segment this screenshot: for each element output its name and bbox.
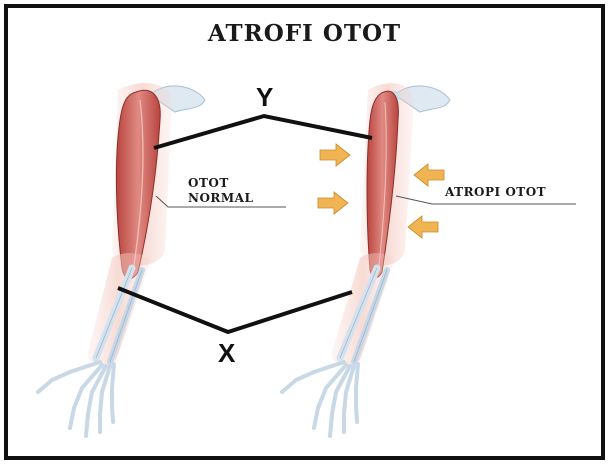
upper-connector-line [154,116,372,148]
lower-connector-line [118,288,352,332]
normal-muscle-label: OTOT NORMAL [188,176,253,206]
right-hand-bones [282,362,358,436]
normal-label-line2: NORMAL [188,191,253,206]
arrow-left-lower [318,192,348,214]
page-title: ATROFI OTOT [0,20,609,47]
atrophy-muscle-label: ATROPI OTOT [445,185,546,200]
label-x: X [218,338,235,369]
normal-label-line1: OTOT [188,176,253,191]
left-hand-bones [38,362,114,436]
normal-arm [38,83,205,436]
arrow-right-lower [408,216,438,238]
label-y: Y [256,82,273,113]
arrow-left-upper [320,144,350,166]
arrow-right-upper [414,164,444,186]
